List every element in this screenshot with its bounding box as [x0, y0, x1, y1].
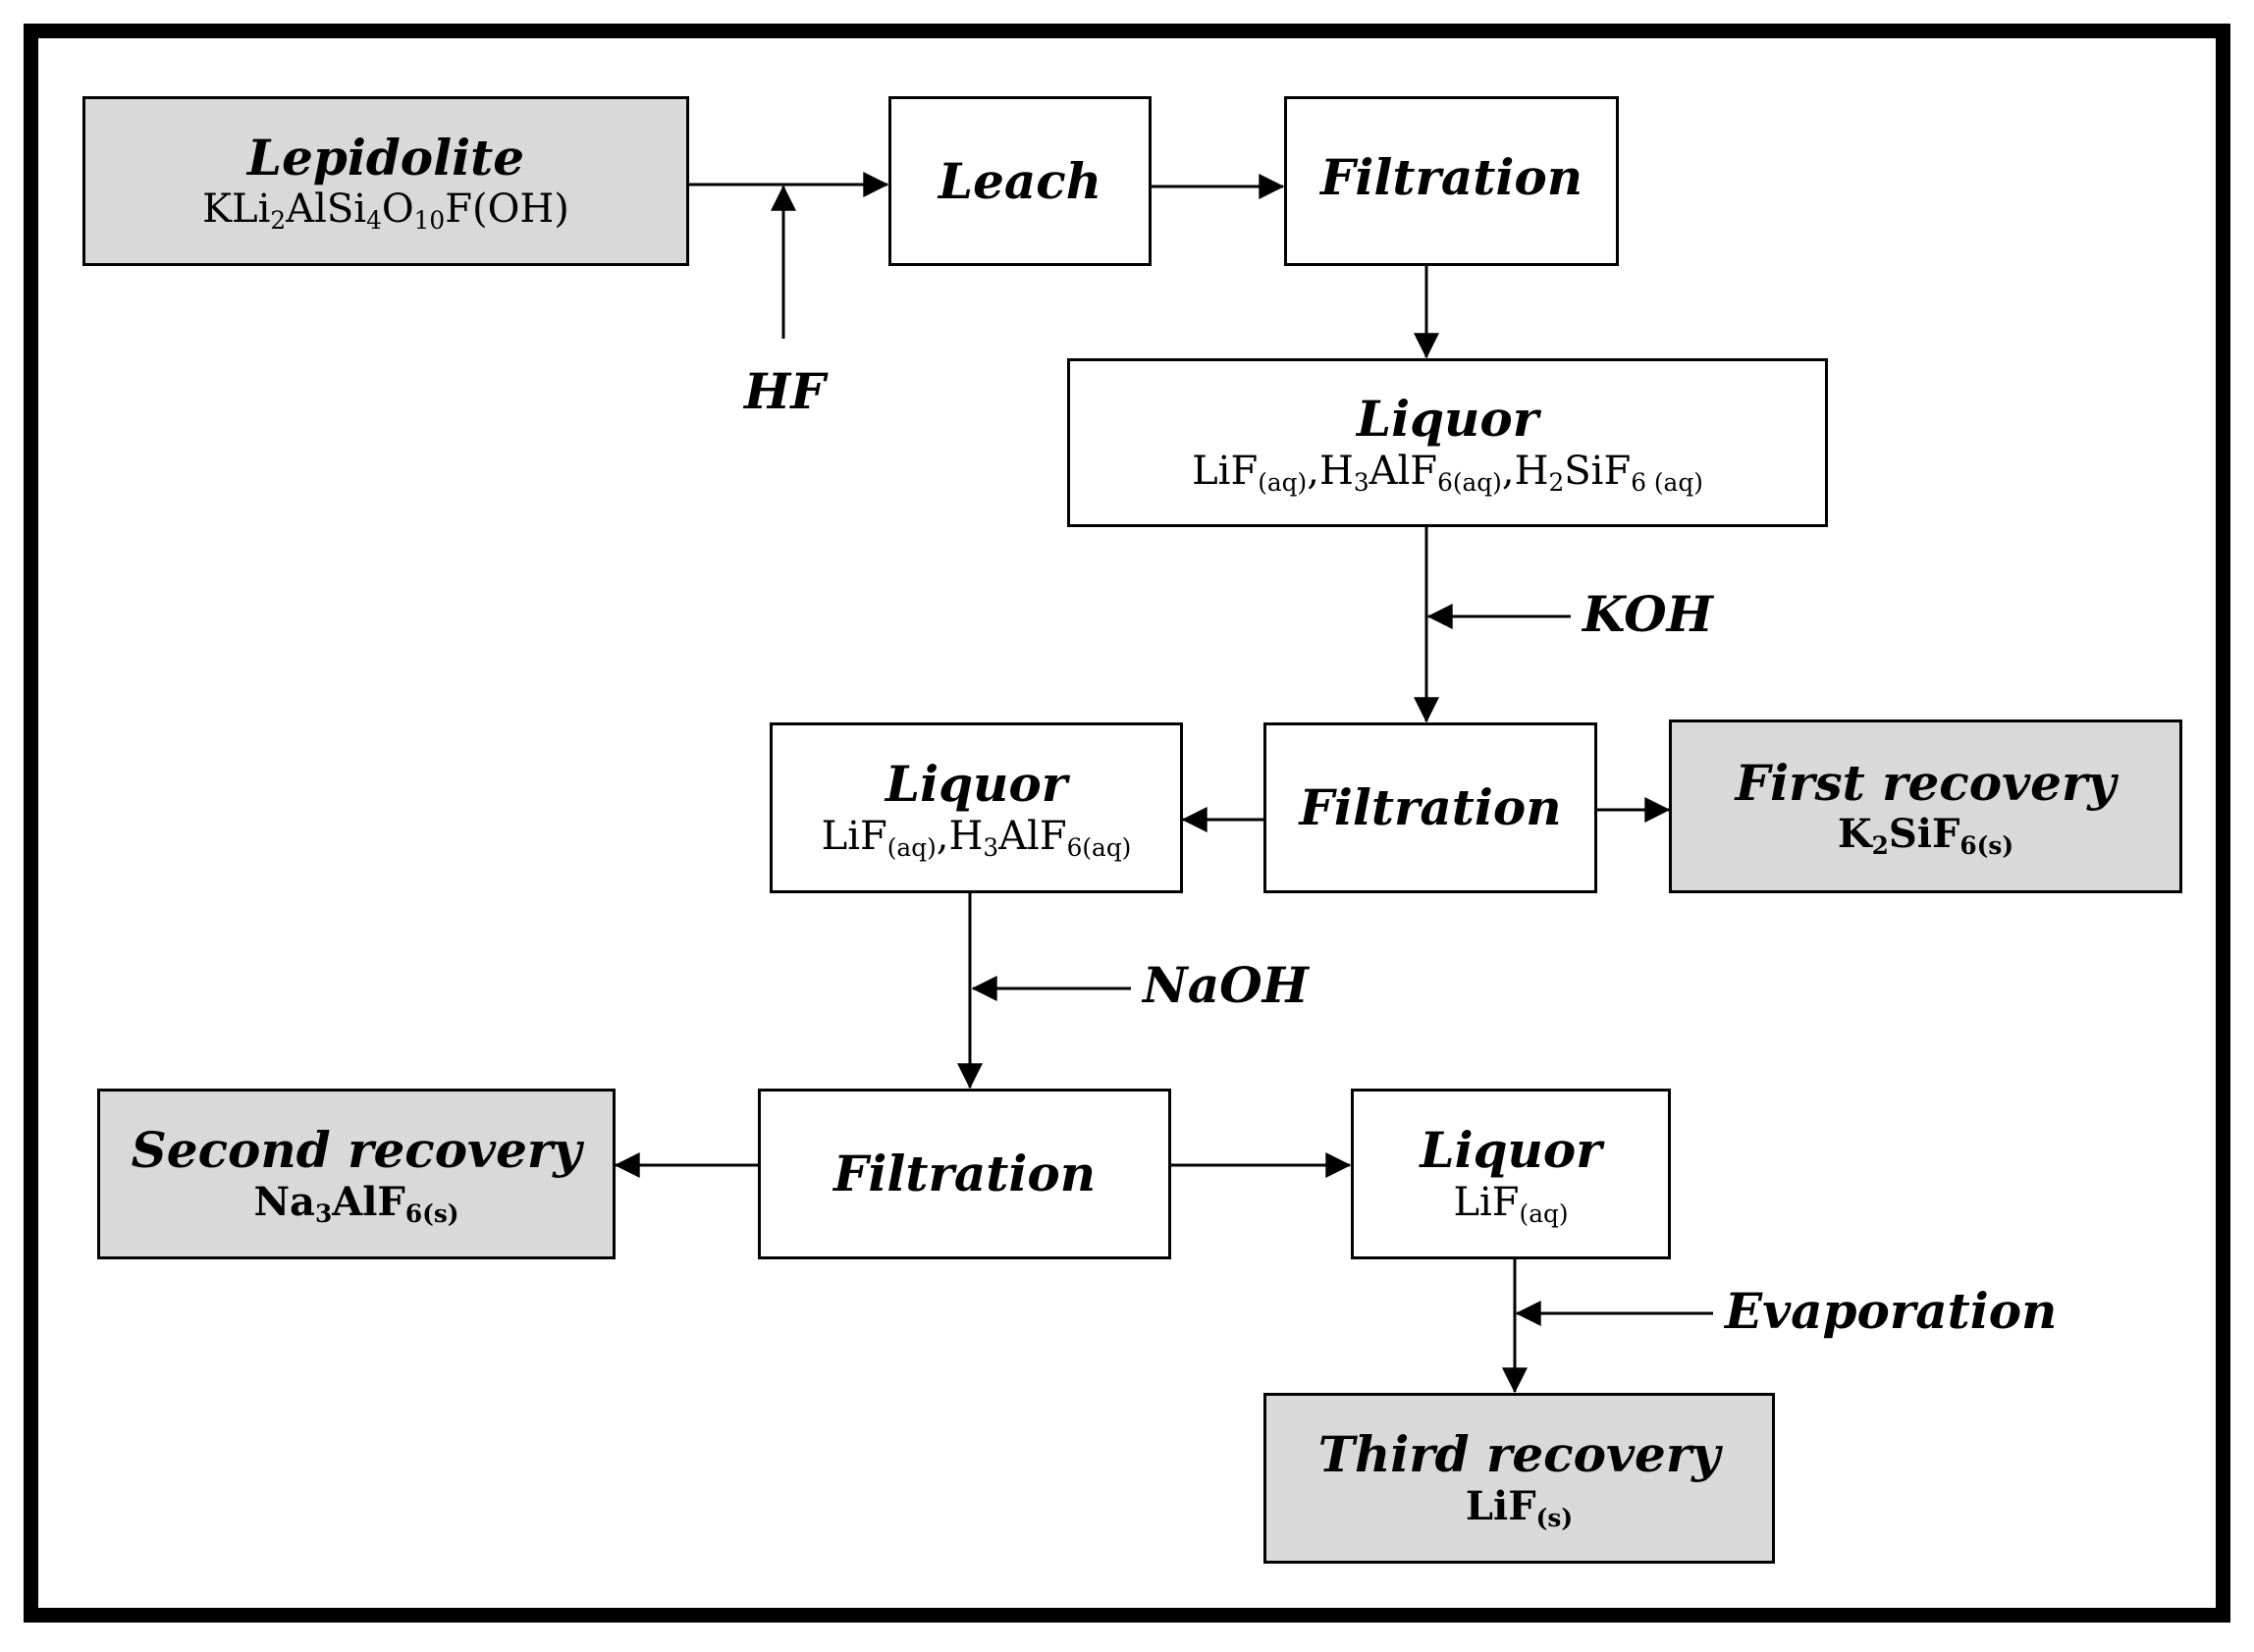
- formula-text: Na: [253, 1178, 315, 1225]
- formula-subscript: 6(s): [1959, 831, 2014, 861]
- third-recovery-node: Third recovery LiF(s): [1263, 1393, 1775, 1564]
- node-formula: LiF(aq),H3AlF6(aq): [822, 813, 1132, 860]
- formula-text: AlF: [998, 813, 1067, 859]
- formula-text: SiF: [1888, 811, 1960, 858]
- formula-text: LiF: [821, 813, 887, 859]
- node-title: Third recovery: [1317, 1425, 1721, 1484]
- formula-subscript: (aq): [886, 832, 937, 862]
- formula-text: K: [1837, 811, 1872, 858]
- formula-subscript: 6(s): [404, 1199, 459, 1228]
- liquor-1-node: Liquor LiF(aq),H3AlF6(aq),H2SiF6 (aq): [1067, 358, 1828, 527]
- filtration-1-node: Filtration: [1284, 96, 1619, 266]
- node-formula: KLi2AlSi4O10F(OH): [202, 186, 569, 233]
- formula-subscript: 2: [1871, 831, 1889, 861]
- formula-text: LiF: [1453, 1179, 1520, 1225]
- formula-text: AlSi: [286, 187, 367, 233]
- lepidolite-node: Lepidolite KLi2AlSi4O10F(OH): [82, 96, 689, 266]
- filtration-3-node: Filtration: [758, 1089, 1171, 1259]
- formula-subscript: 6(aq): [1066, 832, 1132, 862]
- node-title: Liquor: [885, 755, 1068, 814]
- naoh-reagent: NaOH: [1143, 956, 1309, 1014]
- node-title: First recovery: [1735, 753, 2117, 812]
- node-title: Leach: [938, 151, 1102, 210]
- formula-subscript: 6(aq): [1437, 467, 1502, 497]
- formula-subscript: (aq): [1519, 1199, 1569, 1228]
- formula-subscript: 10: [413, 206, 446, 236]
- evaporation-reagent: Evaporation: [1725, 1282, 2058, 1340]
- node-title: Second recovery: [131, 1121, 582, 1180]
- formula-subscript: 4: [366, 206, 382, 236]
- node-formula: Na3AlF6(s): [253, 1179, 458, 1226]
- formula-text: ,H: [1307, 448, 1354, 494]
- formula-text: KLi: [202, 187, 271, 233]
- formula-text: O: [381, 187, 414, 233]
- hf-reagent: HF: [744, 362, 826, 420]
- formula-subscript: (aq): [1258, 467, 1308, 497]
- formula-text: ,H: [1501, 448, 1549, 494]
- node-formula: LiF(aq): [1453, 1179, 1568, 1226]
- formula-subscript: 2: [270, 206, 287, 236]
- formula-subscript: 3: [314, 1199, 333, 1228]
- koh-reagent: KOH: [1583, 585, 1713, 643]
- node-title: Lepidolite: [246, 128, 525, 187]
- leach-node: Leach: [888, 96, 1152, 266]
- node-title: Filtration: [832, 1145, 1097, 1203]
- formula-text: LiF: [1465, 1482, 1536, 1529]
- formula-subscript: 3: [1353, 467, 1369, 497]
- node-formula: K2SiF6(s): [1838, 811, 2013, 858]
- formula-subscript: 6 (aq): [1631, 467, 1703, 497]
- node-formula: LiF(s): [1466, 1483, 1573, 1530]
- node-title: Liquor: [1420, 1121, 1602, 1180]
- formula-subscript: 3: [983, 832, 999, 862]
- first-recovery-node: First recovery K2SiF6(s): [1669, 719, 2182, 893]
- formula-text: ,H: [936, 813, 984, 859]
- node-title: Filtration: [1299, 778, 1562, 837]
- node-title: Liquor: [1356, 390, 1539, 449]
- node-title: Filtration: [1319, 147, 1583, 206]
- formula-text: SiF: [1564, 448, 1632, 494]
- formula-subscript: 2: [1548, 467, 1565, 497]
- liquor-3-node: Liquor LiF(aq): [1351, 1089, 1671, 1259]
- second-recovery-node: Second recovery Na3AlF6(s): [97, 1089, 616, 1259]
- formula-text: AlF: [332, 1178, 405, 1225]
- liquor-2-node: Liquor LiF(aq),H3AlF6(aq): [770, 722, 1183, 893]
- formula-text: AlF: [1368, 448, 1438, 494]
- formula-text: LiF: [1192, 448, 1259, 494]
- formula-text: F(OH): [445, 187, 569, 233]
- filtration-2-node: Filtration: [1263, 722, 1597, 893]
- node-formula: LiF(aq),H3AlF6(aq),H2SiF6 (aq): [1192, 448, 1703, 495]
- formula-subscript: (s): [1535, 1503, 1574, 1532]
